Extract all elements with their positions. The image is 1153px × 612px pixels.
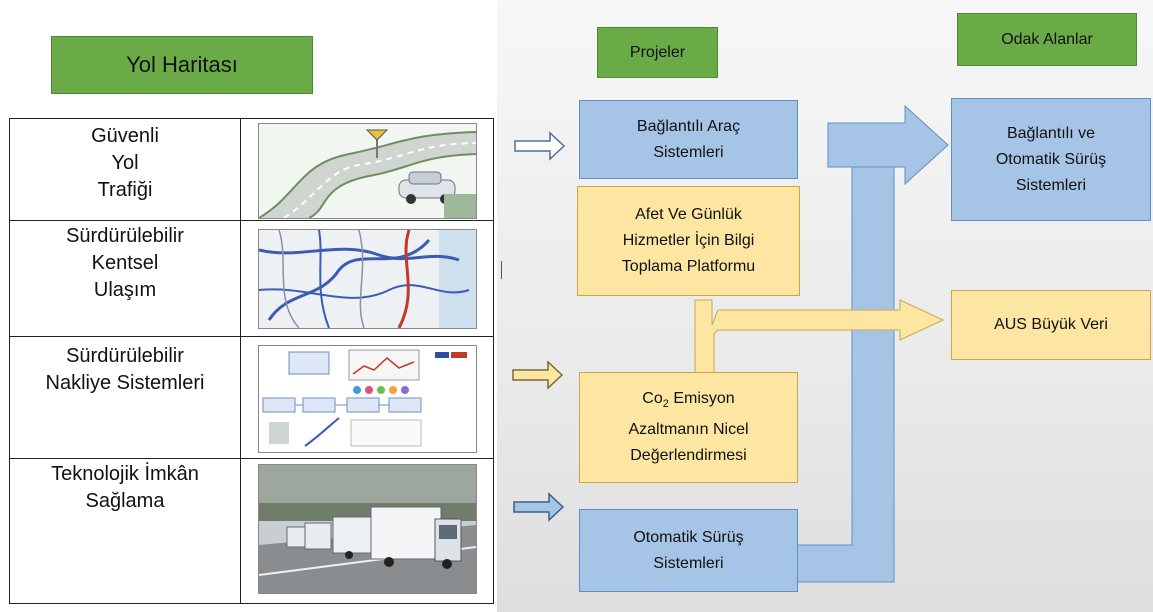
roadmap-row-image-cell <box>240 336 494 459</box>
roadmap-row: Teknolojik İmkân Sağlama <box>9 458 494 604</box>
box-text-line: Sistemleri <box>653 143 724 161</box>
divider-tick <box>501 261 502 279</box>
roadmap-row-image-cell <box>240 220 502 337</box>
transport-map-illustration <box>258 229 477 329</box>
box-text-line: Co2 Emisyon <box>628 386 748 417</box>
roadmap-label-line: Kentsel <box>91 252 159 274</box>
transport-system-slide-illustration <box>258 345 477 453</box>
connected-automated-driving-focus-box: Bağlantılı ve Otomatik Sürüş Sistemleri <box>951 98 1151 221</box>
co2-quantitative-evaluation-box: Co2 Emisyon Azaltmanın Nicel Değerlendir… <box>579 372 798 483</box>
roadmap-label-line: Ulaşım <box>93 279 157 301</box>
roadmap-label-line: Sürdürülebilir <box>66 225 184 247</box>
big-data-connector <box>694 299 945 376</box>
roadmap-table: Güvenli Yol Trafiği <box>9 118 502 604</box>
input-arrow-blue <box>513 492 565 522</box>
projects-header: Projeler <box>597 27 718 78</box>
input-arrow-blue-outline <box>514 131 566 161</box>
roadmap-row-label: Teknolojik İmkân Sağlama <box>9 458 241 604</box>
roadmap-title-box: Yol Haritası <box>51 36 313 94</box>
box-text-line: Bağlantılı Araç <box>636 117 741 135</box>
box-text-line: Otomatik Sürüş <box>995 150 1107 168</box>
road-traffic-illustration <box>258 123 477 219</box>
box-text-line: Sistemleri <box>653 554 724 572</box>
roadmap-row-image-cell <box>240 458 494 604</box>
box-text-line: Otomatik Sürüş <box>633 528 744 546</box>
roadmap-label-line: Teknolojik İmkân <box>51 463 199 485</box>
info-collection-platform-box: Afet Ve Günlük Hizmetler İçin Bilgi Topl… <box>577 186 800 296</box>
roadmap-label-line: Trafiği <box>97 179 153 201</box>
co2-prefix: Co <box>642 389 663 407</box>
box-text-line: Bağlantılı ve <box>1006 124 1096 142</box>
box-text-line: Değerlendirmesi <box>630 447 747 465</box>
box-text-line: Sistemleri <box>1015 176 1087 194</box>
roadmap-title: Yol Haritası <box>126 52 238 77</box>
co2-line1-rest: Emisyon <box>668 389 735 407</box>
focus-areas-header-label: Odak Alanlar <box>1001 30 1093 48</box>
roadmap-label-line: Sağlama <box>85 490 165 512</box>
box-text-line: Hizmetler İçin Bilgi <box>622 232 755 249</box>
roadmap-row-label: Sürdürülebilir Nakliye Sistemleri <box>9 336 241 459</box>
connected-vehicle-arrow <box>827 104 949 186</box>
input-arrow-yellow <box>512 360 564 390</box>
box-text-line: Azaltmanın Nicel <box>628 421 749 439</box>
box-text-line: AUS Büyük Veri <box>994 316 1108 333</box>
roadmap-label-line: Güvenli <box>91 125 159 147</box>
roadmap-row: Güvenli Yol Trafiği <box>9 118 494 221</box>
connected-vehicle-systems-box: Bağlantılı Araç Sistemleri <box>579 100 798 179</box>
co2-subscript: 2 <box>662 398 669 411</box>
roadmap-row: Sürdürülebilir Kentsel Ulaşım <box>9 220 502 337</box>
focus-areas-header: Odak Alanlar <box>957 13 1137 66</box>
roadmap-row-image-cell <box>240 118 494 221</box>
roadmap-row: Sürdürülebilir Nakliye Sistemleri <box>9 336 494 459</box>
roadmap-label-line: Nakliye Sistemleri <box>45 372 205 394</box>
box-text-line: Toplama Platformu <box>621 258 756 275</box>
box-text-line: Afet Ve Günlük <box>635 206 742 223</box>
truck-platoon-photo <box>258 464 477 594</box>
automated-driving-systems-box: Otomatik Sürüş Sistemleri <box>579 509 798 592</box>
roadmap-label-line: Yol <box>111 152 139 174</box>
its-big-data-focus-box: AUS Büyük Veri <box>951 290 1151 360</box>
roadmap-label-line: Sürdürülebilir <box>66 345 184 367</box>
projects-header-label: Projeler <box>629 43 686 61</box>
roadmap-row-label: Sürdürülebilir Kentsel Ulaşım <box>9 220 241 337</box>
